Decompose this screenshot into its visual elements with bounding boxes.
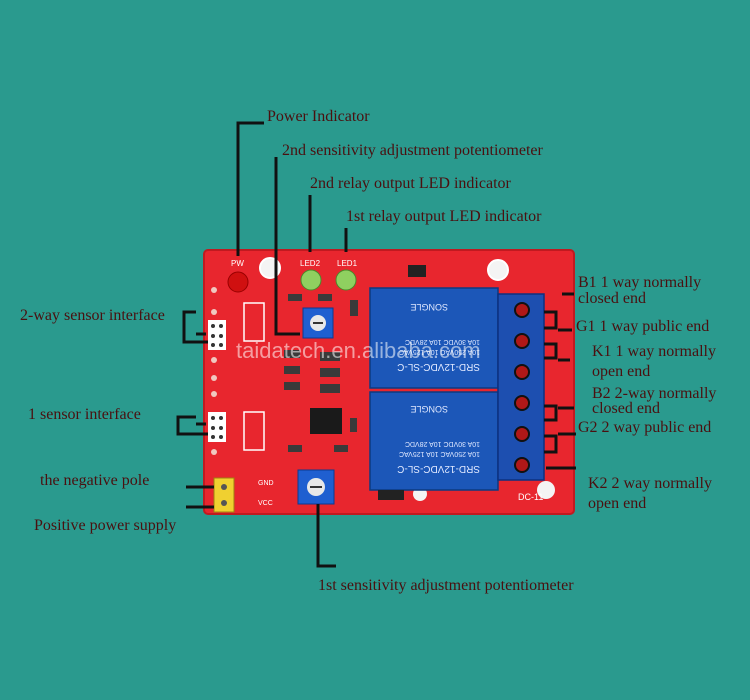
label-power-indicator: Power Indicator bbox=[267, 108, 370, 125]
label-k1-line1: K1 1 way normally bbox=[592, 343, 716, 360]
relay-1-print: SRD-12VDC-SL-C 10A 250VAC 10A 125VAC 10A… bbox=[397, 302, 480, 372]
silk-gnd: GND bbox=[258, 480, 274, 487]
svg-text:SONGLE: SONGLE bbox=[410, 302, 448, 312]
label-negative: the negative pole bbox=[40, 472, 150, 489]
power-led bbox=[227, 271, 249, 293]
svg-text:10A 30VDC 10A 28VDC: 10A 30VDC 10A 28VDC bbox=[405, 338, 480, 345]
smd-components bbox=[284, 294, 358, 452]
pin-holes-left bbox=[211, 287, 217, 455]
leader-lines bbox=[176, 121, 576, 568]
terminal-brackets bbox=[544, 310, 558, 454]
label-k2-line2: open end bbox=[588, 495, 647, 512]
svg-text:SRD-12VDC-SL-C: SRD-12VDC-SL-C bbox=[397, 463, 480, 474]
terminal-screws bbox=[514, 302, 530, 473]
silk-vcc: VCC bbox=[258, 500, 273, 507]
label-positive: Positive power supply bbox=[34, 517, 177, 534]
watermark: taidatech.en.alibaba.com bbox=[236, 338, 481, 363]
label-led2: 2nd relay output LED indicator bbox=[310, 175, 511, 192]
label-b2-line2: closed end bbox=[592, 400, 660, 417]
diode bbox=[378, 490, 404, 500]
potentiometer-2 bbox=[302, 307, 334, 339]
led2 bbox=[300, 269, 322, 291]
svg-text:SRD-12VDC-SL-C: SRD-12VDC-SL-C bbox=[397, 361, 480, 372]
comparator-ic bbox=[310, 408, 342, 434]
sensor1-header bbox=[208, 411, 265, 451]
svg-text:10A 30VDC 10A 28VDC: 10A 30VDC 10A 28VDC bbox=[405, 440, 480, 447]
label-g2: G2 2 way public end bbox=[578, 419, 712, 436]
label-b2-line1: B2 2-way normally bbox=[592, 385, 717, 402]
relay-1 bbox=[369, 287, 499, 389]
terminal-block bbox=[497, 293, 545, 481]
power-header bbox=[213, 477, 235, 513]
label-k2-line1: K2 2 way normally bbox=[588, 475, 712, 492]
label-g1: G1 1 way public end bbox=[576, 318, 710, 335]
svg-text:SONGLE: SONGLE bbox=[410, 404, 448, 414]
svg-text:10A 250VAC 10A 125VAC: 10A 250VAC 10A 125VAC bbox=[399, 450, 480, 457]
silk-led2: LED2 bbox=[300, 259, 321, 268]
label-b1-line1: B1 1 way normally bbox=[578, 274, 702, 291]
led1 bbox=[335, 269, 357, 291]
sensor2-header bbox=[208, 302, 265, 350]
silk-pw: PW bbox=[231, 259, 244, 268]
label-led1: 1st relay output LED indicator bbox=[346, 208, 542, 225]
label-pot1: 1st sensitivity adjustment potentiometer bbox=[318, 577, 574, 594]
label-sensor1: 1 sensor interface bbox=[28, 406, 141, 423]
label-b1-line2: closed end bbox=[578, 290, 646, 307]
mounting-hole bbox=[537, 481, 555, 499]
silk-model: DC-11 bbox=[518, 492, 543, 502]
label-pot2: 2nd sensitivity adjustment potentiometer bbox=[282, 142, 543, 159]
transistor bbox=[408, 265, 426, 277]
relay-2 bbox=[369, 391, 499, 491]
mounting-hole bbox=[487, 259, 509, 281]
potentiometer-1 bbox=[297, 469, 335, 505]
label-sensor2: 2-way sensor interface bbox=[20, 307, 165, 324]
svg-text:10A 250VAC 10A 125VAC: 10A 250VAC 10A 125VAC bbox=[399, 348, 480, 355]
silk-led1: LED1 bbox=[337, 259, 358, 268]
relay-2-print: SRD-12VDC-SL-C 10A 250VAC 10A 125VAC 10A… bbox=[397, 404, 480, 474]
label-k1-line2: open end bbox=[592, 363, 651, 380]
